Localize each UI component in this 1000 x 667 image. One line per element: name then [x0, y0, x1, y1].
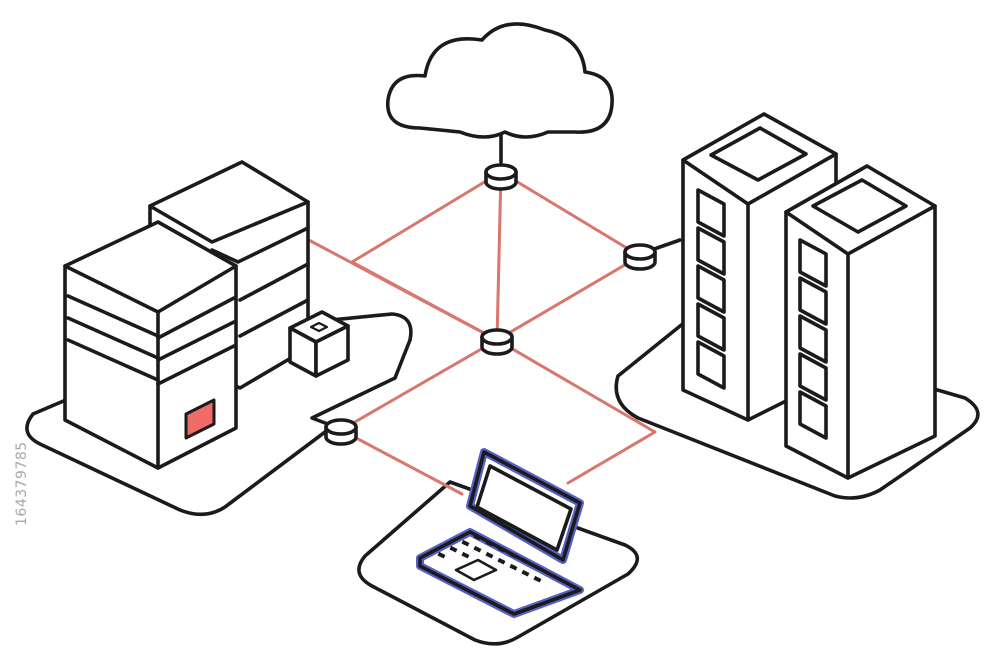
network-node-icon — [623, 238, 682, 271]
server-rack-icon — [784, 164, 937, 480]
drive-slot — [798, 238, 828, 440]
network-node-icon — [484, 163, 518, 191]
network-links — [303, 170, 657, 496]
trackpad — [454, 558, 498, 582]
status-light — [184, 398, 216, 440]
network-node-icon — [480, 328, 514, 356]
drive-slot — [696, 188, 726, 390]
watermark-id: 164379785 — [14, 441, 30, 526]
office-building-icon — [63, 160, 350, 470]
network-node-icon — [324, 418, 358, 446]
keyboard — [437, 533, 542, 583]
package-box-icon — [288, 310, 350, 378]
cloud-icon — [386, 22, 614, 164]
laptop-icon — [416, 448, 584, 618]
